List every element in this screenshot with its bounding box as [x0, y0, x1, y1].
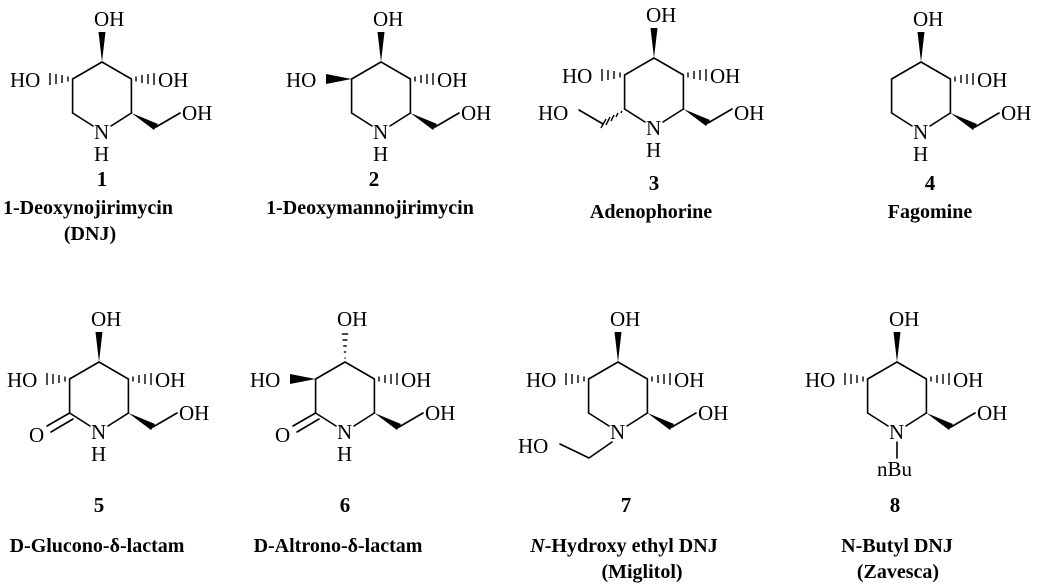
compound-7-name-line2: (Miglitol): [601, 561, 682, 583]
n-label: N: [889, 420, 904, 444]
h-label: H: [373, 142, 388, 166]
compound-7-name-italic: N: [529, 535, 546, 557]
compound-7-structure: OH OH HO OH N HO: [518, 307, 728, 459]
oh-label: OH: [889, 307, 919, 331]
oh-label: OH: [337, 307, 367, 331]
compound-3-name: Adenophorine: [590, 201, 712, 223]
ho-label: HO: [805, 368, 835, 392]
compound-1-name-line2: (DNJ): [64, 223, 116, 245]
oh-label: OH: [461, 101, 491, 125]
compound-2-name: 1-Deoxymannojirimycin: [266, 197, 474, 219]
compound-5-number: 5: [94, 493, 105, 517]
ho-label: HO: [7, 368, 37, 392]
h-label: H: [646, 138, 661, 162]
oh-label: OH: [158, 68, 188, 92]
ho-label: HO: [526, 368, 556, 392]
compound-3-structure: OH OH HO OH HO N H: [538, 3, 764, 162]
compound-4-structure: OH OH OH N H: [890, 7, 1031, 166]
oh-label: OH: [646, 3, 676, 27]
compound-3-number: 3: [649, 171, 660, 195]
oh-label: OH: [91, 307, 121, 331]
oh-label: OH: [179, 401, 209, 425]
compound-8-number: 8: [890, 493, 901, 517]
oh-label: OH: [425, 401, 455, 425]
oh-label: OH: [1001, 101, 1031, 125]
compound-7-name: N-Hydroxy ethyl DNJ: [529, 535, 717, 557]
oh-label: OH: [182, 101, 212, 125]
ho-label: HO: [10, 68, 40, 92]
compound-1-number: 1: [97, 167, 108, 191]
ho-label: HO: [286, 68, 316, 92]
oh-label: OH: [977, 68, 1007, 92]
oh-label: OH: [94, 7, 124, 31]
nbu-label: nBu: [877, 457, 913, 481]
h-label: H: [337, 442, 352, 466]
oh-label: OH: [674, 368, 704, 392]
oh-label: OH: [155, 368, 185, 392]
n-label: N: [373, 120, 388, 144]
oh-label: OH: [734, 101, 764, 125]
h-label: H: [913, 142, 928, 166]
n-label: N: [610, 420, 625, 444]
n-label: N: [91, 420, 106, 444]
oh-label: OH: [913, 7, 943, 31]
n-label: N: [337, 420, 352, 444]
compound-2-number: 2: [369, 167, 380, 191]
ho-label: HO: [518, 434, 548, 458]
oh-label: OH: [698, 401, 728, 425]
oh-label: OH: [610, 307, 640, 331]
compound-5-name: D-Glucono-δ-lactam: [10, 535, 185, 557]
ho-label: HO: [538, 101, 568, 125]
o-label: O: [29, 423, 44, 447]
n-label: N: [94, 120, 109, 144]
compound-4-number: 4: [925, 171, 936, 195]
compound-6-structure: OH OH HO OH O N H: [250, 307, 455, 466]
oh-label: OH: [437, 68, 467, 92]
compound-7-number: 7: [621, 493, 632, 517]
oh-label: OH: [401, 368, 431, 392]
compound-7-name-rest: -Hydroxy ethyl DNJ: [545, 535, 718, 557]
compound-8-structure: OH OH HO OH N nBu: [805, 307, 1007, 481]
compound-1-structure: OH OH HO OH N H: [10, 7, 212, 166]
compound-5-structure: OH OH HO OH O N H: [7, 307, 209, 466]
oh-label: OH: [977, 401, 1007, 425]
n-label: N: [913, 120, 928, 144]
compound-8-name-line2: (Zavesca): [857, 561, 939, 583]
compound-1-name: 1-Deoxynojirimycin: [3, 197, 173, 219]
compound-2-structure: OH OH HO OH N H: [286, 7, 491, 166]
n-label: N: [646, 116, 661, 140]
compound-6-number: 6: [340, 493, 351, 517]
h-label: H: [91, 442, 106, 466]
compound-8-name: N-Butyl DNJ: [841, 535, 953, 557]
h-label: H: [94, 142, 109, 166]
ho-label: HO: [250, 368, 280, 392]
ho-label: HO: [562, 64, 592, 88]
oh-label: OH: [953, 368, 983, 392]
compound-4-name: Fagomine: [888, 201, 973, 223]
oh-label: OH: [373, 7, 403, 31]
compound-6-name: D-Altrono-δ-lactam: [254, 535, 423, 557]
o-label: O: [275, 423, 290, 447]
oh-label: OH: [710, 64, 740, 88]
